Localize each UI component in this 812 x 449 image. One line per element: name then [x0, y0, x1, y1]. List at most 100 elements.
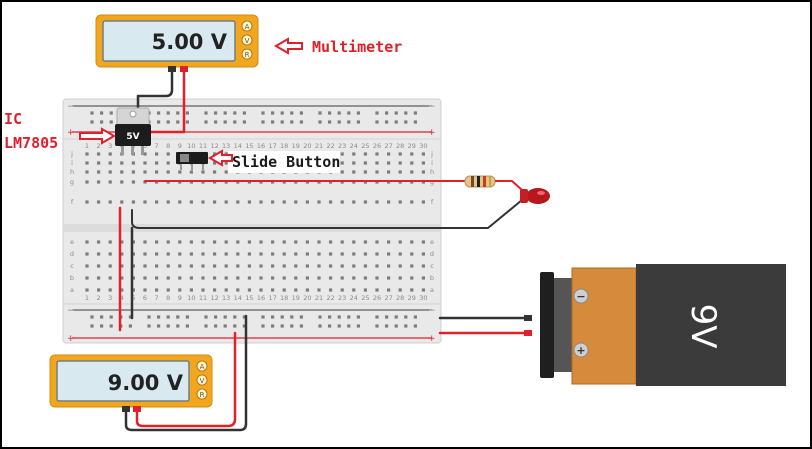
rail-minus-label-bl: −	[67, 306, 75, 316]
column-label-bottom: 15	[245, 294, 253, 302]
breadboard-hole	[236, 276, 240, 280]
breadboard-hole	[318, 315, 322, 319]
breadboard-hole	[176, 120, 180, 124]
bottom-meter-red-probe-wire	[135, 331, 237, 428]
breadboard-hole	[166, 152, 170, 156]
column-label-top: 21	[315, 142, 323, 150]
breadboard-hole	[282, 252, 286, 256]
breadboard-hole	[356, 315, 360, 319]
column-label-bottom: 3	[108, 294, 112, 302]
breadboard-hole	[398, 200, 402, 204]
column-label-bottom: 22	[326, 294, 334, 302]
breadboard-hole	[410, 276, 414, 280]
breadboard-hole	[109, 324, 113, 328]
column-label-bottom: 8	[166, 294, 170, 302]
column-label-top: 27	[384, 142, 392, 150]
breadboard-hole	[157, 120, 161, 124]
column-label-bottom: 19	[292, 294, 300, 302]
breadboard-hole	[280, 120, 284, 124]
breadboard-hole	[398, 252, 402, 256]
breadboard-hole	[404, 324, 408, 328]
breadboard-hole	[97, 240, 101, 244]
column-label-top: 14	[234, 142, 242, 150]
led	[520, 188, 550, 204]
breadboard-hole	[363, 276, 367, 280]
breadboard-hole	[236, 200, 240, 204]
battery-9v: − + 9V	[540, 264, 786, 386]
breadboard-labels: 1122334455667788991010111112121313141415…	[70, 142, 434, 302]
multimeter-bottom-mode-r: R	[200, 391, 205, 399]
breadboard-hole	[131, 200, 135, 204]
breadboard-hole	[185, 111, 189, 115]
breadboard-hole	[290, 315, 294, 319]
breadboard-hole	[394, 111, 398, 115]
breadboard-hole	[375, 152, 379, 156]
breadboard-hole	[421, 288, 425, 292]
breadboard-hole	[352, 252, 356, 256]
breadboard-hole	[233, 315, 237, 319]
breadboard-hole	[201, 276, 205, 280]
breadboard-hole	[178, 288, 182, 292]
column-label-top: 17	[268, 142, 276, 150]
breadboard-hole	[375, 288, 379, 292]
breadboard-hole	[352, 276, 356, 280]
bottom-meter-black-probe-wire	[124, 314, 248, 432]
column-label-top: 23	[338, 142, 346, 150]
breadboard-hole	[337, 324, 341, 328]
breadboard-hole	[347, 324, 351, 328]
breadboard-hole	[387, 170, 391, 174]
breadboard-hole	[120, 161, 124, 165]
breadboard-hole	[247, 200, 251, 204]
breadboard-hole	[143, 161, 147, 165]
breadboard-hole	[204, 120, 208, 124]
column-label-bottom: 12	[210, 294, 218, 302]
slide-switch-knob	[180, 154, 189, 162]
breadboard-hole	[398, 276, 402, 280]
breadboard-hole	[294, 276, 298, 280]
breadboard-hole	[143, 264, 147, 268]
breadboard-hole	[90, 315, 94, 319]
breadboard-hole	[259, 276, 263, 280]
breadboard-hole	[394, 120, 398, 124]
breadboard-hole	[85, 252, 89, 256]
breadboard-hole	[166, 315, 170, 319]
multimeter-top-display	[102, 20, 236, 62]
breadboard-hole	[421, 264, 425, 268]
breadboard-hole	[85, 276, 89, 280]
breadboard-hole	[166, 111, 170, 115]
row-label-right: f	[431, 198, 434, 206]
breadboard-hole	[97, 264, 101, 268]
annotation-slide-button: Slide Button	[232, 153, 340, 171]
breadboard-hole	[340, 252, 344, 256]
breadboard-hole	[120, 264, 124, 268]
breadboard-hole	[282, 264, 286, 268]
breadboard-hole	[143, 252, 147, 256]
column-label-top: 15	[245, 142, 253, 150]
column-label-bottom: 13	[222, 294, 230, 302]
breadboard-hole	[282, 240, 286, 244]
battery-negative-terminal	[573, 288, 589, 304]
breadboard-hole	[375, 276, 379, 280]
breadboard-hole	[385, 324, 389, 328]
breadboard-hole	[398, 240, 402, 244]
breadboard-hole	[328, 324, 332, 328]
battery-dark-body	[636, 264, 786, 386]
breadboard-hole	[108, 180, 112, 184]
breadboard-hole	[305, 276, 309, 280]
breadboard-hole	[421, 240, 425, 244]
breadboard-hole	[247, 264, 251, 268]
led-body	[526, 188, 550, 204]
multimeter-bottom-com-jack	[122, 406, 130, 412]
breadboard-hole	[120, 288, 124, 292]
column-label-top: 11	[199, 142, 207, 150]
breadboard-hole	[166, 120, 170, 124]
breadboard-hole	[143, 152, 147, 156]
breadboard-hole	[90, 120, 94, 124]
breadboard-hole	[176, 315, 180, 319]
multimeter-top-v-jack	[180, 66, 188, 72]
breadboard-hole	[421, 252, 425, 256]
battery-voltage-label: 9V	[683, 304, 723, 349]
breadboard-hole	[352, 288, 356, 292]
breadboard-hole	[178, 170, 182, 174]
